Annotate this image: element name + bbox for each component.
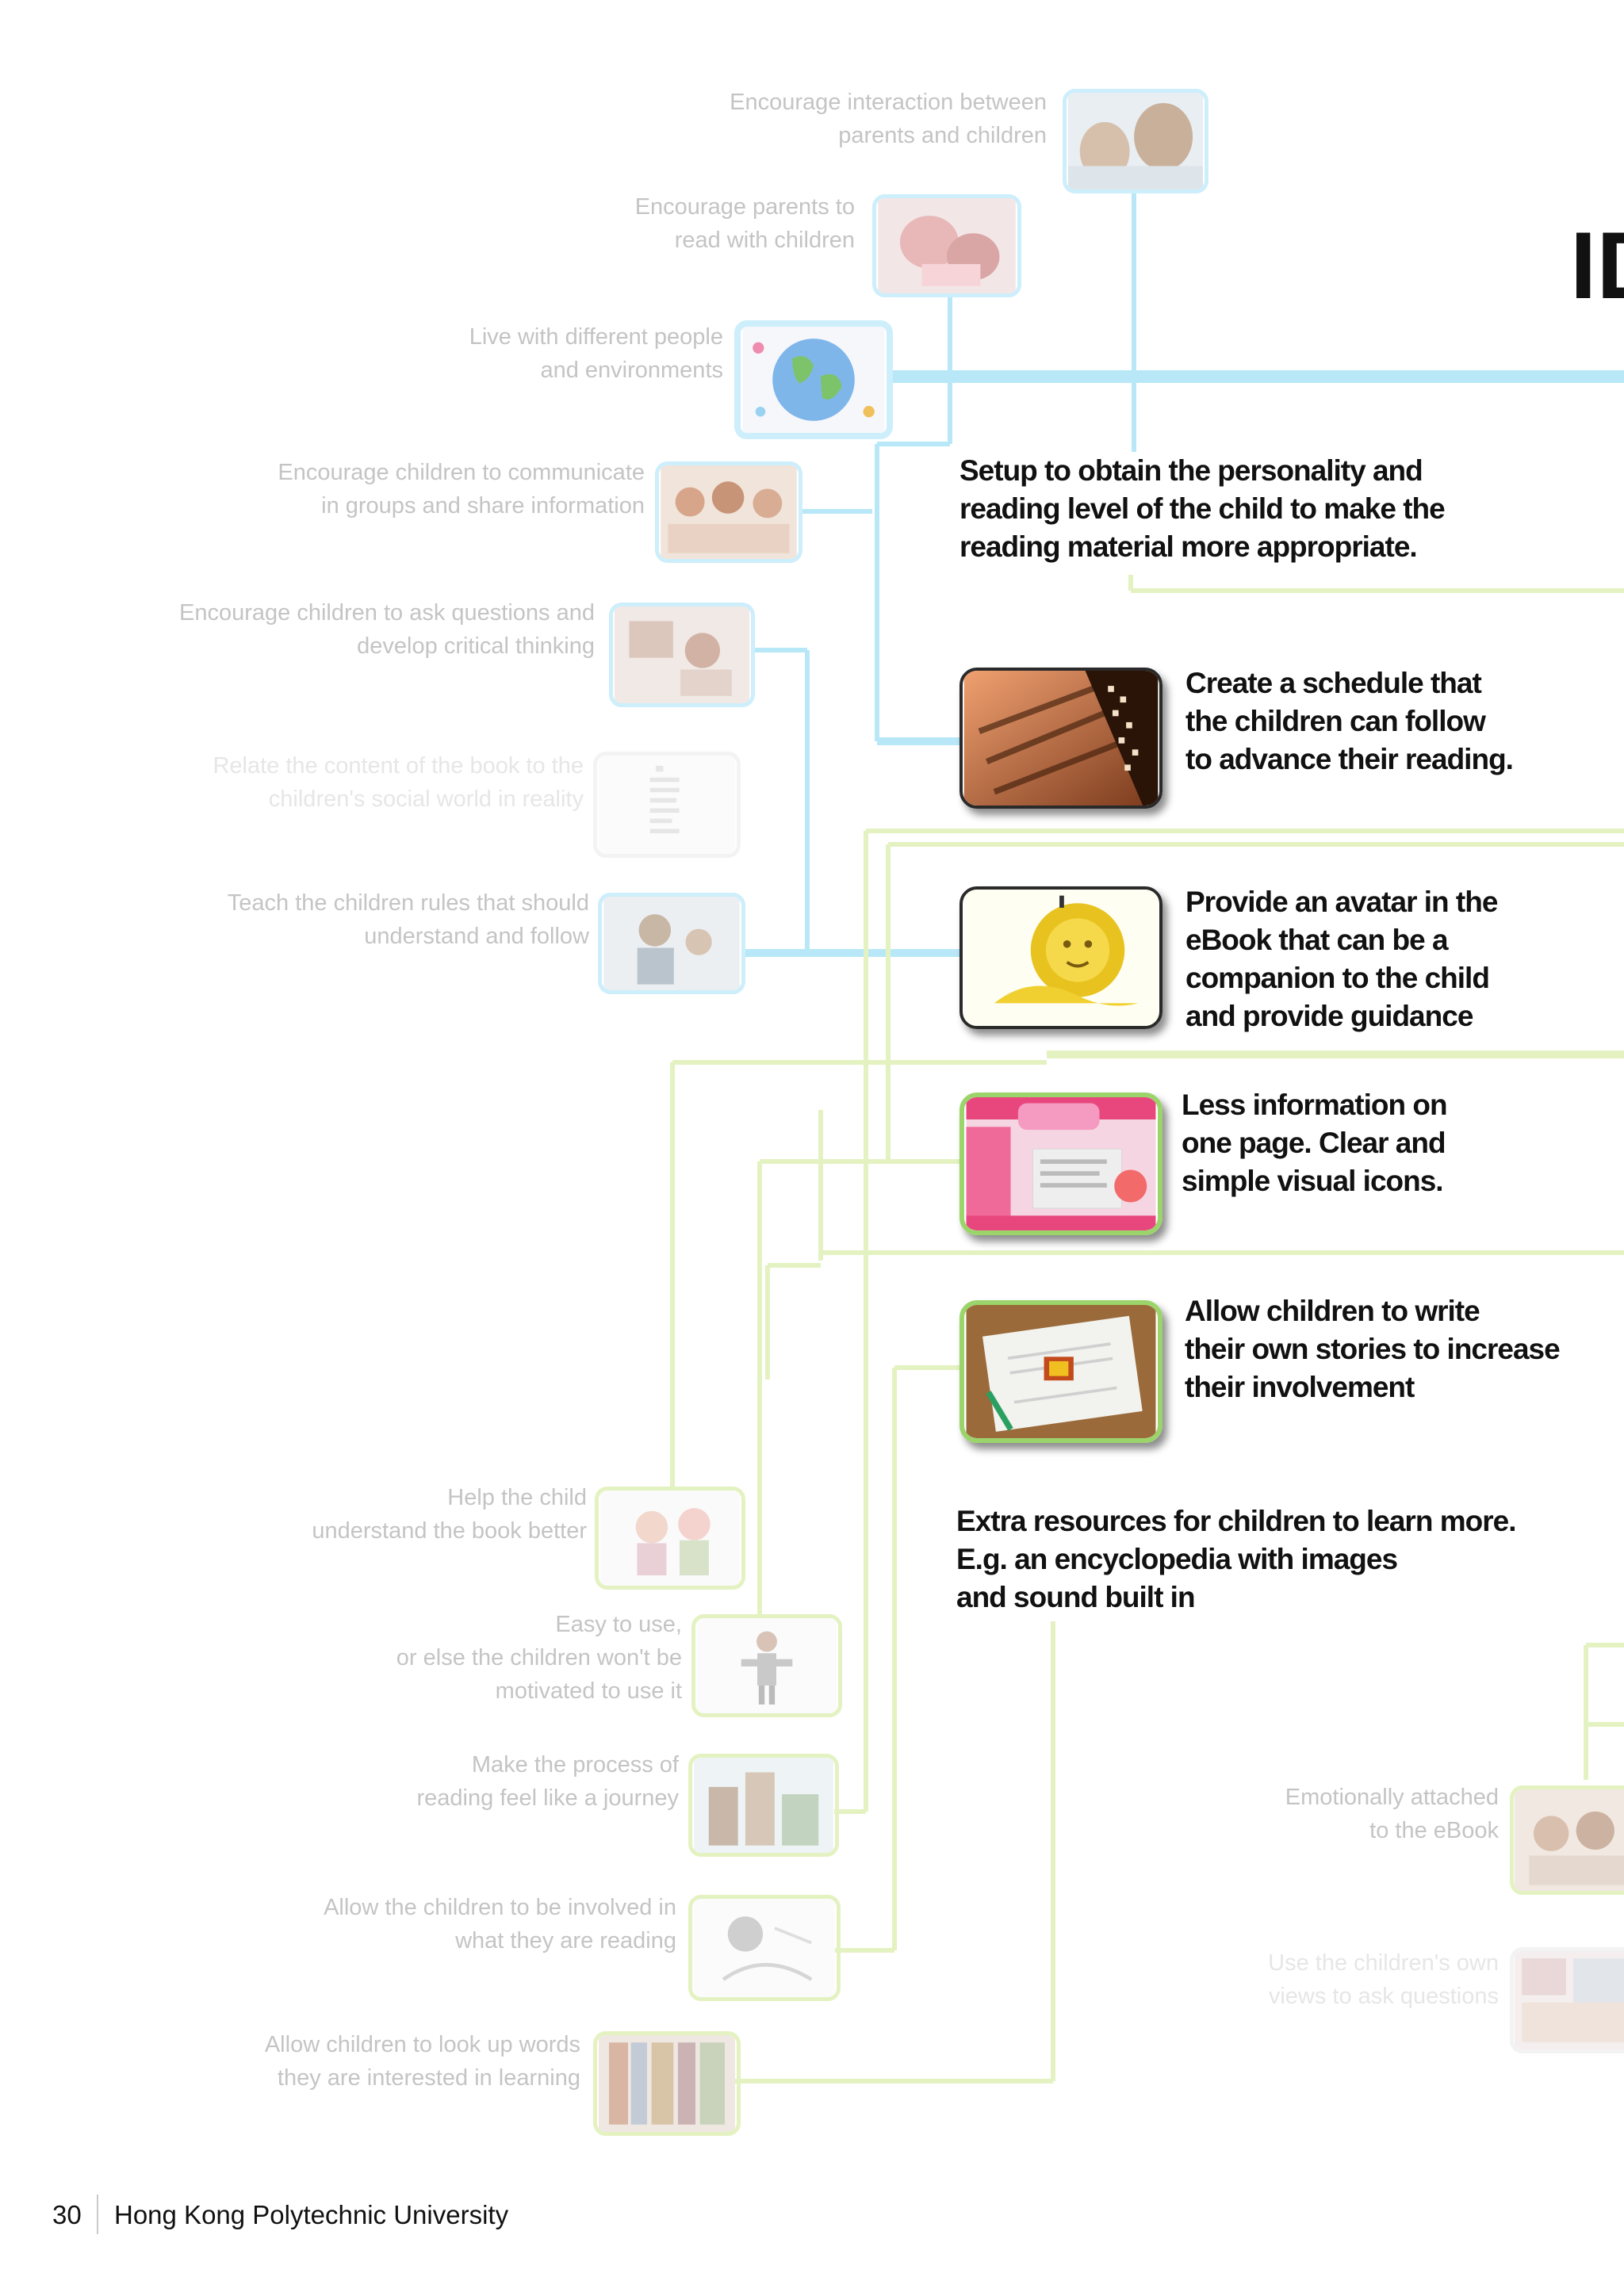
idea-text: Provide an avatar in the eBook that can … — [1185, 886, 1498, 1032]
lion-avatar-icon — [959, 886, 1162, 1029]
footer-divider — [97, 2195, 98, 2234]
node-label: Relate the content of the book to the ch… — [213, 753, 584, 812]
bookshelf-photo-icon — [593, 2031, 741, 2136]
collage-photo-icon — [1510, 1947, 1624, 2053]
teacher-child-photo-icon — [598, 893, 745, 994]
figure-icon — [691, 1614, 842, 1717]
publisher-name: Hong Kong Polytechnic University — [114, 2200, 509, 2229]
parents-children-photo-icon — [1063, 89, 1208, 193]
node-label: Use the children's own views to ask ques… — [1268, 1950, 1499, 2009]
family-photo-icon — [1510, 1785, 1624, 1895]
calendar-icon — [959, 668, 1162, 809]
node-label: Live with different people and environme… — [469, 324, 723, 383]
globe-icon — [734, 320, 893, 439]
blue-connectors — [744, 192, 1624, 957]
node-label: Encourage children to communicate in gro… — [278, 460, 645, 519]
idea-text: Create a schedule that the children can … — [1185, 667, 1514, 775]
node-label: Encourage children to ask questions and … — [179, 600, 595, 659]
idea-text: Less information on one page. Clear and … — [1182, 1089, 1448, 1197]
cartoon-kids-icon — [595, 1487, 745, 1590]
green-connectors — [670, 575, 1624, 2084]
idea-text: Extra resources for children to learn mo… — [956, 1505, 1516, 1613]
simple-interface-icon — [959, 1093, 1162, 1235]
classroom-photo-icon — [609, 603, 755, 707]
node-label: Make the process of reading feel like a … — [416, 1752, 679, 1811]
idea-text: Allow children to write their own storie… — [1185, 1295, 1561, 1403]
page-number: 30 — [52, 2200, 82, 2229]
node-label: Help the child understand the book bette… — [312, 1485, 587, 1544]
parent-reading-photo-icon — [872, 194, 1021, 297]
node-label: Teach the children rules that should und… — [227, 890, 589, 949]
sketch-drawing-icon — [688, 1895, 841, 2001]
node-label: Emotionally attached to the eBook — [1285, 1785, 1499, 1843]
node-label: Easy to use, or else the children won't … — [396, 1612, 682, 1704]
section-title-fragment: ID — [1570, 212, 1624, 319]
node-label: Encourage interaction between parents an… — [730, 90, 1047, 148]
node-label: Encourage parents to read with children — [634, 194, 855, 253]
writing-book-icon — [959, 1300, 1162, 1443]
group-children-photo-icon — [655, 461, 802, 563]
node-label: Allow the children to be involved in wha… — [324, 1895, 676, 1954]
idea-text: Setup to obtain the personality and read… — [959, 454, 1446, 563]
node-label: Allow children to look up words they are… — [264, 2032, 580, 2091]
text-page-icon — [593, 752, 741, 858]
journey-photo-icon — [688, 1754, 839, 1857]
